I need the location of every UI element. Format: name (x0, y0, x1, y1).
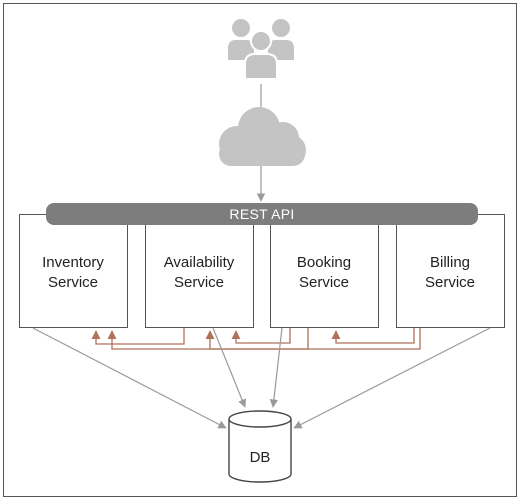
cloud-icon (219, 107, 306, 166)
service-label-availability-line2: Service (174, 274, 224, 291)
service-box-inventory (19, 214, 128, 328)
users-group-icon (228, 19, 294, 80)
billing-to-db-arrow (293, 327, 491, 429)
billing-to-booking-arrow (331, 328, 415, 344)
service-box-availability (145, 214, 254, 328)
rest-api-label: REST API (229, 206, 294, 222)
service-label-inventory-line2: Service (48, 274, 98, 291)
availability-to-inventory-arrow (91, 328, 185, 345)
service-label-billing-line1: Billing (430, 254, 470, 271)
service-label-billing-line2: Service (425, 274, 475, 291)
service-label-booking-line2: Service (299, 274, 349, 291)
db-cylinder-icon (228, 410, 292, 483)
booking-to-availability-arrow (231, 328, 291, 344)
service-box-booking (270, 214, 379, 328)
rest-api-bar (46, 203, 478, 225)
inventory-to-db-arrow (32, 327, 227, 429)
billing-to-availability-arrow (205, 328, 421, 350)
service-label-availability-line1: Availability (164, 254, 235, 271)
booking-to-db-arrow (269, 327, 283, 408)
service-box-billing (396, 214, 505, 328)
availability-to-db-arrow (212, 327, 247, 408)
service-label-booking-line1: Booking (297, 254, 351, 271)
db-label: DB (250, 449, 271, 466)
service-label-inventory-line1: Inventory (42, 254, 104, 271)
